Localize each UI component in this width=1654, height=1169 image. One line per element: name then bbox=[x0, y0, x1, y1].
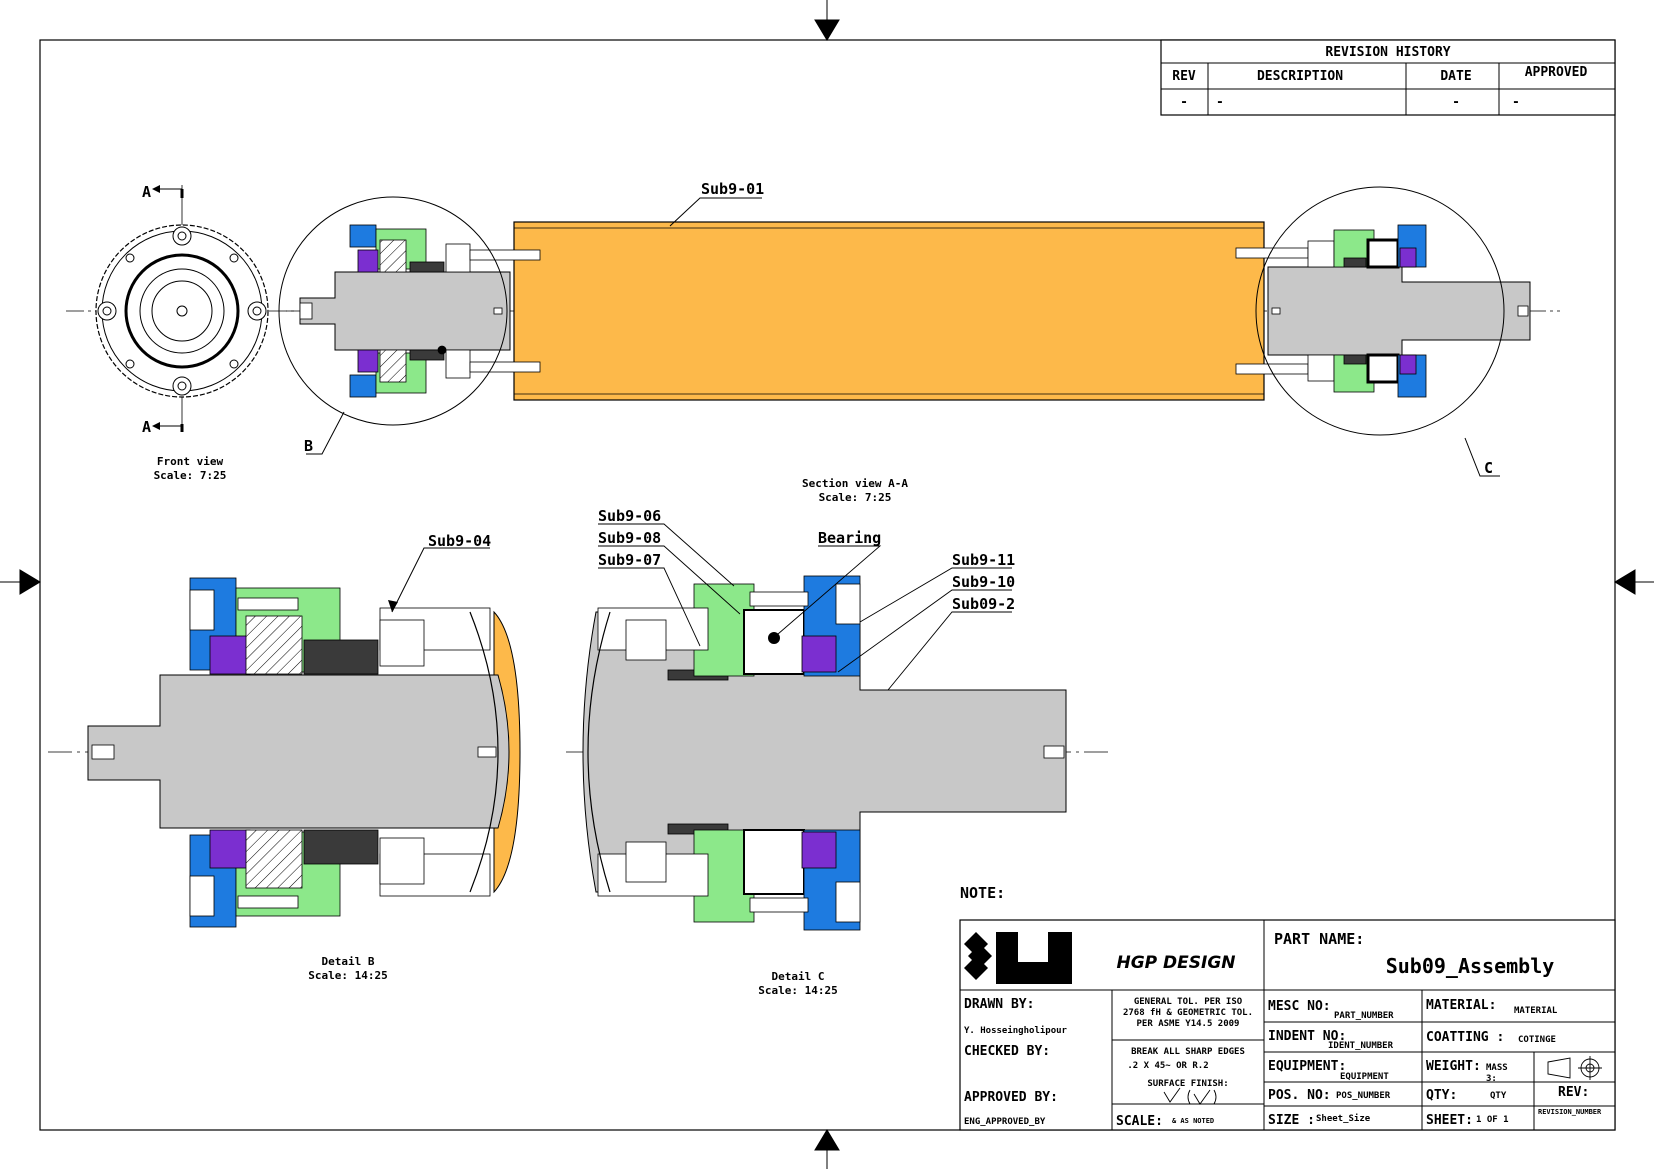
indent-value: IDENT_NUMBER bbox=[1328, 1041, 1394, 1051]
coatting-value: COTINGE bbox=[1518, 1035, 1556, 1045]
tolerance-line-2: 2768 fH & GEOMETRIC TOL. bbox=[1123, 1008, 1253, 1018]
front-view: A A Front view Scale: 7:25 bbox=[66, 183, 298, 482]
revision-cell-description: - bbox=[1216, 95, 1224, 110]
revision-cell-rev: - bbox=[1180, 95, 1188, 110]
surface-finish-label: SURFACE FINISH: bbox=[1147, 1079, 1228, 1089]
scale-value: & AS NOTED bbox=[1172, 1117, 1214, 1125]
revision-cell-date: - bbox=[1452, 95, 1460, 110]
tolerance-line-1: GENERAL TOL. PER ISO bbox=[1134, 997, 1243, 1007]
projection-symbol-icon bbox=[1547, 1056, 1602, 1080]
equipment-value: EQUIPMENT bbox=[1340, 1072, 1389, 1082]
revision-title: REVISION HISTORY bbox=[1325, 45, 1450, 60]
callout-sub9-11: Sub9-11 bbox=[952, 551, 1015, 569]
note-label: NOTE: bbox=[960, 884, 1005, 902]
mesc-value: PART_NUMBER bbox=[1334, 1011, 1394, 1021]
detail-b-circle bbox=[278, 196, 508, 426]
revision-history-table: REVISION HISTORY REV DESCRIPTION DATE AP… bbox=[1160, 39, 1616, 116]
scale-label: SCALE: bbox=[1116, 1114, 1163, 1129]
detail-c-shaft bbox=[582, 611, 1067, 893]
weight-value: MASS bbox=[1486, 1063, 1508, 1073]
qty-value: QTY bbox=[1490, 1091, 1507, 1101]
detail-c-marker: C bbox=[1484, 459, 1493, 477]
edges-line-1: BREAK ALL SHARP EDGES bbox=[1131, 1047, 1245, 1057]
tolerance-line-3: PER ASME Y14.5 2009 bbox=[1137, 1019, 1240, 1029]
detail-b-scale: Scale: 14:25 bbox=[308, 969, 387, 982]
company-name: HGP DESIGN bbox=[1116, 953, 1235, 973]
right-shaft bbox=[1267, 266, 1531, 356]
drawn-by-label: DRAWN BY: bbox=[964, 997, 1034, 1012]
callout-sub9-04: Sub9-04 bbox=[428, 532, 491, 550]
approved-by-label: APPROVED BY: bbox=[964, 1090, 1058, 1105]
checked-by-label: CHECKED BY: bbox=[964, 1044, 1050, 1059]
company-logo bbox=[964, 932, 1072, 984]
detail-c-view: Sub9-06 Sub9-08 Sub9-07 Bearing Sub9-11 … bbox=[566, 507, 1112, 997]
sheet-value: 1 OF 1 bbox=[1476, 1115, 1509, 1125]
callout-sub9-06: Sub9-06 bbox=[598, 507, 661, 525]
material-value: MATERIAL bbox=[1514, 1006, 1558, 1016]
detail-c-title: Detail C bbox=[772, 970, 825, 983]
front-view-title: Front view bbox=[157, 455, 224, 468]
equipment-label: EQUIPMENT: bbox=[1268, 1059, 1346, 1074]
left-shaft bbox=[299, 271, 511, 351]
roller-tube bbox=[513, 221, 1265, 401]
part-name-label: PART NAME: bbox=[1274, 930, 1364, 948]
revision-cell-approved: - bbox=[1512, 95, 1520, 110]
front-view-scale: Scale: 7:25 bbox=[154, 469, 227, 482]
mesc-label: MESC NO: bbox=[1268, 999, 1331, 1014]
coatting-label: COATTING : bbox=[1426, 1030, 1504, 1045]
indent-label: INDENT NO: bbox=[1268, 1029, 1346, 1044]
surface-finish-icon bbox=[1163, 1087, 1217, 1105]
revision-header-approved: APPROVED bbox=[1525, 65, 1588, 80]
callout-sub9-08: Sub9-08 bbox=[598, 529, 661, 547]
section-view-scale: Scale: 7:25 bbox=[819, 491, 892, 504]
approved-by: ENG_APPROVED_BY bbox=[964, 1117, 1046, 1127]
qty-label: QTY: bbox=[1426, 1088, 1457, 1103]
left-bearing-housing bbox=[349, 224, 541, 398]
callout-sub09-2: Sub09-2 bbox=[952, 595, 1015, 613]
weight-unit: 3: bbox=[1486, 1074, 1497, 1084]
section-marker-a-top: A bbox=[142, 183, 151, 201]
detail-c-circle bbox=[1255, 186, 1505, 436]
size-value: Sheet_Size bbox=[1316, 1113, 1371, 1124]
detail-b-marker: B bbox=[304, 437, 313, 455]
rev-label: REV: bbox=[1558, 1085, 1589, 1100]
callout-sub9-07: Sub9-07 bbox=[598, 551, 661, 569]
detail-c-scale: Scale: 14:25 bbox=[758, 984, 837, 997]
section-view-title: Section view A-A bbox=[802, 477, 908, 490]
weight-label: WEIGHT: bbox=[1426, 1059, 1481, 1074]
revision-header-description: DESCRIPTION bbox=[1257, 69, 1343, 84]
drawn-by: Y. Hosseingholipour bbox=[964, 1025, 1068, 1036]
section-marker-a-bottom: A bbox=[142, 418, 151, 436]
section-view: B C Sub9-01 Section view A-A Scale: 7:25 bbox=[278, 180, 1560, 504]
callout-sub9-01: Sub9-01 bbox=[701, 180, 764, 198]
part-name: Sub09_Assembly bbox=[1386, 954, 1555, 978]
title-block: HGP DESIGN PART NAME: Sub09_Assembly DRA… bbox=[959, 919, 1616, 1131]
right-bearing-housing bbox=[1235, 224, 1427, 398]
revision-header-rev: REV bbox=[1172, 69, 1196, 84]
detail-b-view: Sub9-04 Detail B Scale: 14:25 bbox=[48, 532, 521, 982]
pos-label: POS. NO: bbox=[1268, 1088, 1331, 1103]
callout-bearing: Bearing bbox=[818, 529, 881, 547]
rev-value: REVISION_NUMBER bbox=[1538, 1108, 1602, 1116]
detail-b-title: Detail B bbox=[322, 955, 375, 968]
revision-header-date: DATE bbox=[1440, 69, 1471, 84]
edges-line-2: .2 X 45~ OR R.2 bbox=[1127, 1061, 1208, 1071]
detail-b-shaft bbox=[87, 674, 510, 829]
sheet-label: SHEET: bbox=[1426, 1113, 1473, 1128]
size-label: SIZE : bbox=[1268, 1113, 1315, 1128]
callout-sub9-10: Sub9-10 bbox=[952, 573, 1015, 591]
material-label: MATERIAL: bbox=[1426, 998, 1496, 1013]
pos-value: POS_NUMBER bbox=[1336, 1091, 1391, 1101]
